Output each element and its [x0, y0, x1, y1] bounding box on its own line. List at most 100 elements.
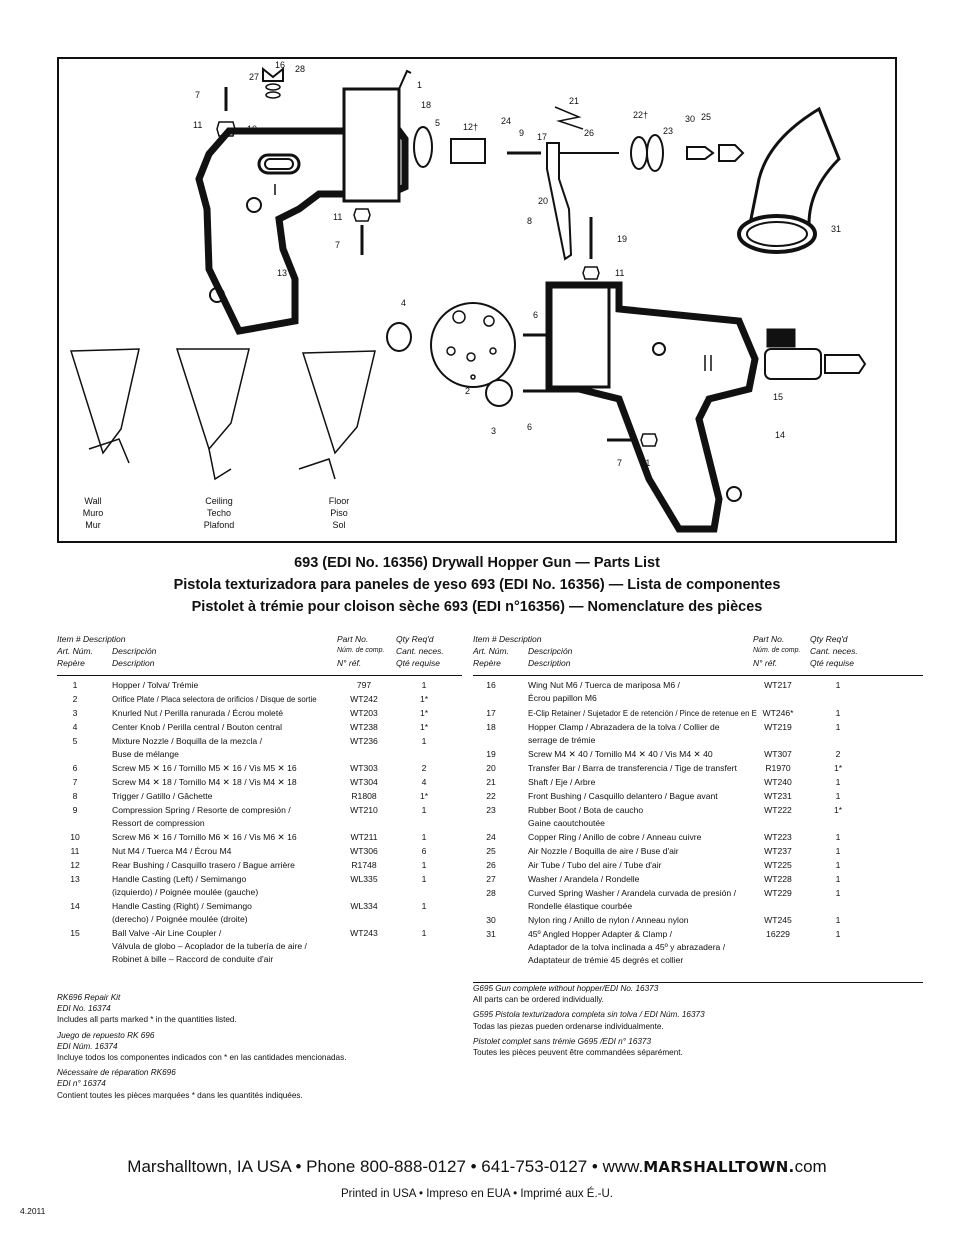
callout-number: 24 — [501, 116, 512, 126]
item-description: Screw M5 ✕ 16 / Tornillo M5 ✕ 16 / Vis M… — [112, 763, 297, 773]
part-number: WT304 — [350, 777, 378, 787]
part-number: R1970 — [765, 763, 791, 773]
callout-number: 17 — [537, 132, 548, 142]
quantity: 1 — [421, 680, 427, 690]
header-description: Description — [83, 634, 126, 644]
part-number: WT238 — [350, 722, 378, 732]
part-number: WT203 — [350, 708, 378, 718]
item-description: E-Clip Retainer / Sujetador E de retenci… — [528, 709, 757, 718]
kit-title: Pistolet complet sans trémie G695 /EDI n… — [473, 1036, 652, 1046]
kit-note: Contient toutes les pièces marquées * da… — [57, 1090, 303, 1100]
callout-number: 4 — [401, 298, 407, 308]
header-item: Item # — [57, 634, 81, 644]
part-number: WT225 — [764, 860, 792, 870]
quantity: 1 — [421, 901, 427, 911]
header-rule-left — [57, 675, 462, 676]
part-number: WT246* — [762, 708, 794, 718]
item-description: Front Bushing / Casquillo delantero / Ba… — [528, 791, 718, 801]
callout-number: 14 — [775, 430, 786, 440]
callout-number: 15 — [773, 392, 784, 402]
quantity: 1 — [835, 832, 841, 842]
part-number: WT303 — [350, 763, 378, 773]
item-description: Compression Spring / Resorte de compresi… — [112, 805, 291, 828]
quantity: 1 — [835, 791, 841, 801]
quantity: 1 — [835, 777, 841, 787]
quantity: 1* — [419, 708, 429, 718]
item-description: Handle Casting (Right) / Semimango(derec… — [112, 901, 252, 924]
part-number: WT306 — [350, 846, 378, 856]
quantity: 1 — [421, 832, 427, 842]
title-spanish: Pistola texturizadora para paneles de ye… — [173, 577, 781, 593]
item-description: Nylon ring / Anillo de nylon / Anneau ny… — [528, 915, 689, 925]
exploded-view-drawing — [69, 66, 867, 533]
kit-note: Includes all parts marked * in the quant… — [57, 1015, 237, 1025]
printed-in: Printed in USA • Impreso en EUA • Imprim… — [340, 1188, 613, 1200]
item-description: Mixture Nozzle / Boquilla de la mezcla /… — [112, 736, 262, 759]
callout-number: 2 — [465, 386, 471, 396]
callout-number: 28 — [295, 64, 306, 74]
quantity: 1 — [835, 888, 841, 898]
part-number: WL334 — [350, 901, 378, 911]
quantity: 4 — [421, 777, 427, 787]
quantity: 1 — [835, 874, 841, 884]
callout-number: 5 — [435, 118, 441, 128]
item-description: Hopper Clamp / Abrazadera de la tolva / … — [528, 722, 720, 745]
callout-number: 26 — [584, 128, 595, 138]
part-number: WT229 — [764, 888, 792, 898]
item-number: 11 — [70, 846, 80, 856]
item-number: 4 — [72, 722, 78, 732]
item-number: 18 — [486, 722, 496, 732]
callout-number: 7 — [617, 458, 623, 468]
part-number: 797 — [356, 680, 372, 690]
quantity: 1 — [421, 874, 427, 884]
callout-number: 9 — [519, 128, 525, 138]
item-number: 28 — [486, 888, 496, 898]
part-number: WT210 — [350, 805, 378, 815]
quantity: 1* — [419, 722, 429, 732]
callout-number: 12† — [463, 122, 479, 132]
part-number: R1748 — [351, 860, 377, 870]
callout-number: 25 — [701, 112, 712, 122]
quantity: 1* — [419, 791, 429, 801]
item-description: Handle Casting (Left) / Semimango(izquie… — [112, 874, 259, 897]
callout-number: 21 — [569, 96, 580, 106]
quantity: 2 — [421, 763, 427, 773]
item-number: 7 — [72, 777, 78, 787]
item-number: 10 — [70, 832, 80, 842]
part-number: WT219 — [764, 722, 792, 732]
part-number: WT228 — [764, 874, 792, 884]
item-description: Copper Ring / Anillo de cobre / Anneau c… — [528, 832, 702, 842]
item-description: Nut M4 / Tuerca M4 / Écrou M4 — [112, 846, 232, 856]
item-number: 23 — [486, 805, 496, 815]
part-number: WT242 — [350, 694, 378, 704]
item-number: 1 — [72, 680, 78, 690]
quantity: 1 — [421, 736, 427, 746]
part-number: WT243 — [350, 928, 378, 938]
callout-number: 23 — [663, 126, 674, 136]
item-description: Trigger / Gatillo / Gâchette — [112, 791, 213, 801]
callout-number: 27 — [249, 72, 260, 82]
part-number: R1808 — [351, 791, 377, 801]
item-number: 19 — [486, 749, 496, 759]
item-description: Knurled Nut / Perilla ranurada / Écrou m… — [112, 708, 284, 718]
quantity: 1 — [835, 915, 841, 925]
part-number: WT211 — [350, 832, 378, 842]
item-description: Ball Valve -Air Line Coupler /Válvula de… — [112, 928, 307, 964]
part-number: WT217 — [764, 680, 792, 690]
item-number: 16 — [486, 680, 496, 690]
part-number: 16229 — [766, 929, 790, 939]
item-number: 8 — [72, 791, 78, 801]
item-number: 5 — [72, 736, 78, 746]
callout-number: 6 — [527, 422, 533, 432]
part-number: WT245 — [764, 915, 792, 925]
quantity: 1 — [835, 680, 841, 690]
item-number: 30 — [486, 915, 496, 925]
item-number: 6 — [72, 763, 78, 773]
item-description: Air Nozzle / Boquilla de aire / Buse d'a… — [528, 846, 679, 856]
part-number: WT222 — [764, 805, 792, 815]
item-number: 24 — [486, 832, 496, 842]
